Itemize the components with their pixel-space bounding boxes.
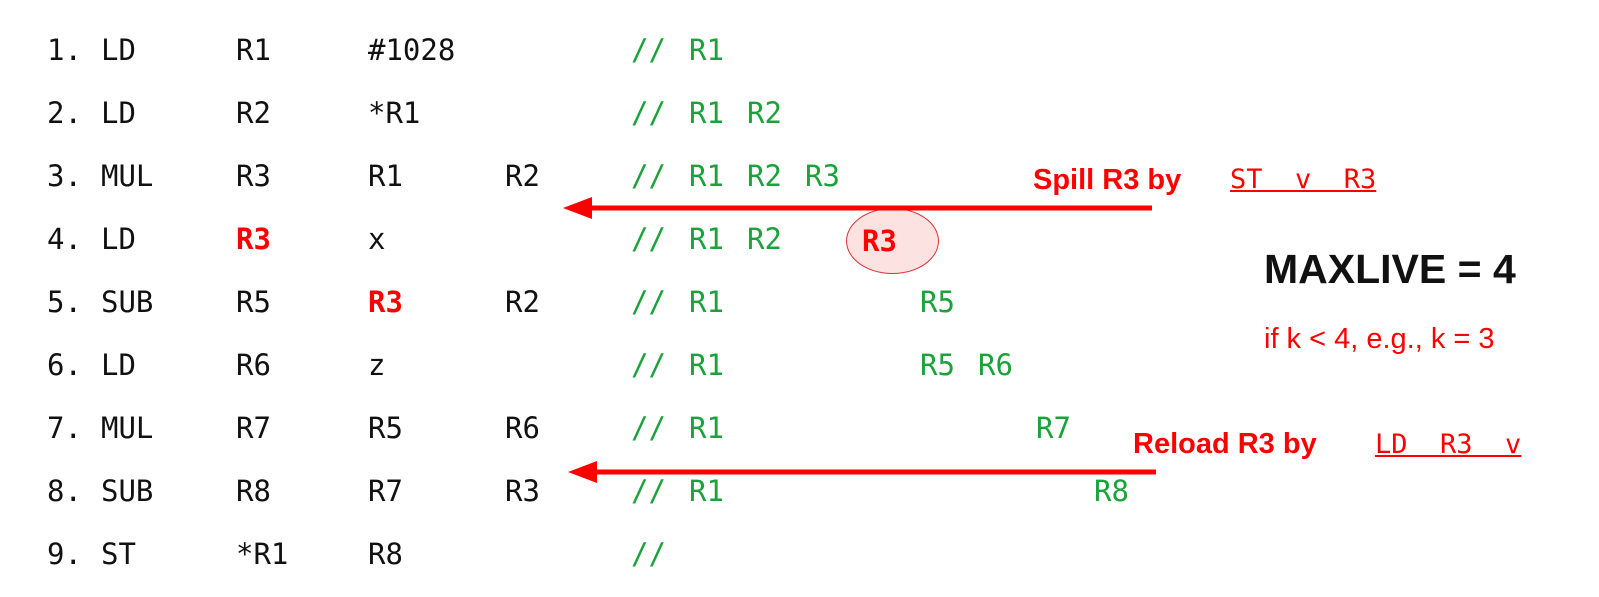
live-register: R1: [689, 96, 724, 130]
comment-marker: //: [631, 96, 666, 130]
opcode: MUL: [101, 411, 154, 445]
live-register: R7: [1036, 411, 1071, 445]
operand-1: R2: [236, 96, 271, 130]
opcode: LD: [101, 96, 136, 130]
maxlive-heading: MAXLIVE = 4: [1264, 246, 1516, 292]
opcode: MUL: [101, 159, 154, 193]
spill-highlight-circle: [846, 208, 939, 274]
line-number: 4.: [47, 222, 82, 256]
opcode: LD: [101, 348, 136, 382]
comment-marker: //: [631, 411, 666, 445]
reload-note-code: LD R3 v: [1375, 429, 1522, 460]
comment-marker: //: [631, 33, 666, 67]
operand-2: R1: [368, 159, 403, 193]
operand-1: R7: [236, 411, 271, 445]
spill-note-text: Spill R3 by: [1033, 164, 1182, 196]
opcode: SUB: [101, 474, 154, 508]
operand-2: R3: [368, 285, 403, 319]
comment-marker: //: [631, 537, 666, 571]
comment-marker: //: [631, 222, 666, 256]
spill-arrow: [563, 197, 1152, 219]
operand-1: R3: [236, 222, 271, 256]
live-register: R1: [689, 159, 724, 193]
live-register: R1: [689, 33, 724, 67]
live-register: R5: [920, 285, 955, 319]
live-register: R1: [689, 348, 724, 382]
spilled-register-label: R3: [862, 224, 897, 258]
operand-3: R2: [505, 285, 540, 319]
operand-2: z: [368, 348, 386, 382]
line-number: 9.: [47, 537, 82, 571]
comment-marker: //: [631, 285, 666, 319]
reload-note-text: Reload R3 by: [1133, 428, 1317, 460]
live-register: R1: [689, 222, 724, 256]
operand-2: x: [368, 222, 386, 256]
opcode: LD: [101, 33, 136, 67]
k-condition: if k < 4, e.g., k = 3: [1264, 323, 1495, 355]
live-register: R1: [689, 285, 724, 319]
live-register: R2: [747, 159, 782, 193]
live-register: R8: [1094, 474, 1129, 508]
line-number: 5.: [47, 285, 82, 319]
operand-1: R3: [236, 159, 271, 193]
operand-2: R5: [368, 411, 403, 445]
live-register: R1: [689, 411, 724, 445]
live-register: R6: [978, 348, 1013, 382]
operand-2: *R1: [368, 96, 421, 130]
line-number: 7.: [47, 411, 82, 445]
opcode: ST: [101, 537, 136, 571]
opcode: SUB: [101, 285, 154, 319]
live-register: R5: [920, 348, 955, 382]
line-number: 3.: [47, 159, 82, 193]
line-number: 6.: [47, 348, 82, 382]
opcode: LD: [101, 222, 136, 256]
operand-1: R8: [236, 474, 271, 508]
operand-2: R7: [368, 474, 403, 508]
operand-1: R5: [236, 285, 271, 319]
operand-1: R1: [236, 33, 271, 67]
line-number: 1.: [47, 33, 82, 67]
reload-arrow: [568, 461, 1156, 483]
operand-1: *R1: [236, 537, 289, 571]
line-number: 2.: [47, 96, 82, 130]
spill-note-code: ST v R3: [1230, 164, 1377, 195]
comment-marker: //: [631, 474, 666, 508]
live-register: R3: [805, 159, 840, 193]
operand-3: R6: [505, 411, 540, 445]
comment-marker: //: [631, 348, 666, 382]
operand-3: R2: [505, 159, 540, 193]
comment-marker: //: [631, 159, 666, 193]
operand-2: #1028: [368, 33, 456, 67]
live-register: R1: [689, 474, 724, 508]
operand-1: R6: [236, 348, 271, 382]
operand-3: R3: [505, 474, 540, 508]
live-register: R2: [747, 222, 782, 256]
line-number: 8.: [47, 474, 82, 508]
live-register: R2: [747, 96, 782, 130]
operand-2: R8: [368, 537, 403, 571]
